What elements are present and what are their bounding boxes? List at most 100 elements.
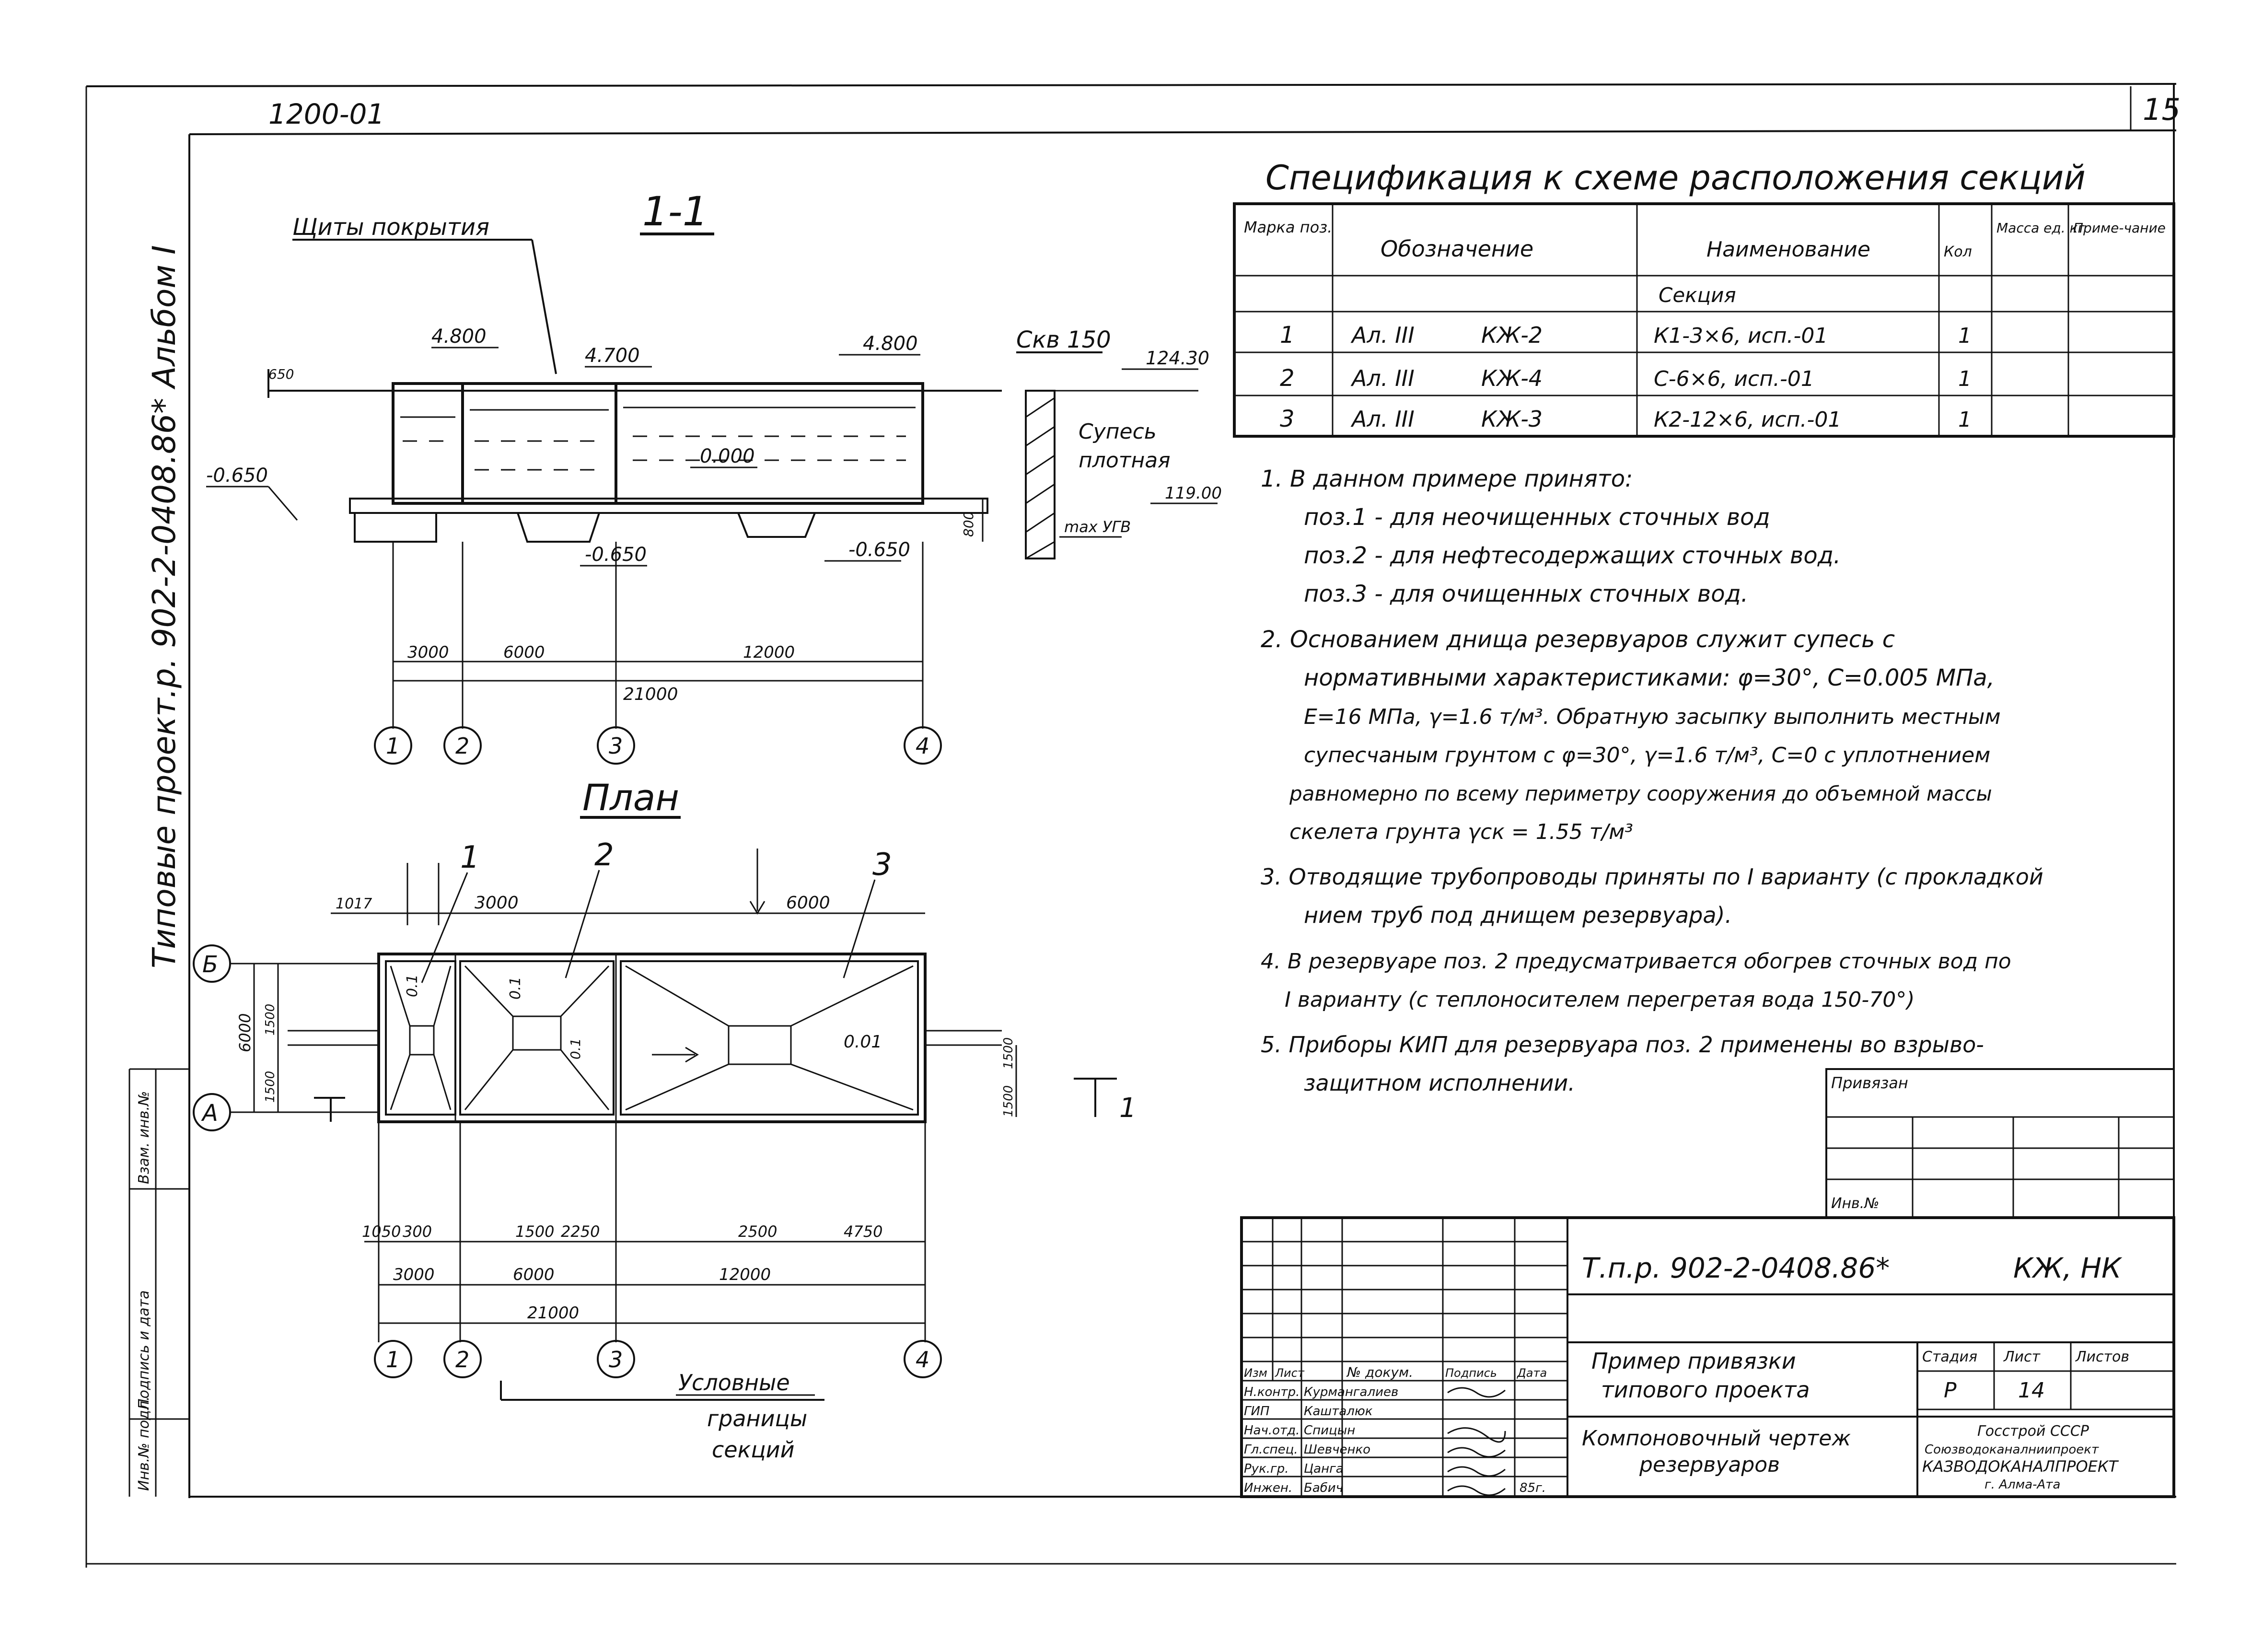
stamp-stage-h: Стадия [1922, 1349, 1977, 1365]
privyazan-block: Привязан Инв.№ [1825, 1068, 2175, 1219]
plan-sub-5: 2500 [738, 1222, 777, 1241]
spec-r1-des: Ал. III [1350, 322, 1415, 348]
plan-axis-4: 4 [916, 1347, 929, 1373]
spec-group: Секция [1659, 283, 1736, 307]
cond-label-2: границы [707, 1406, 807, 1431]
dim-ground: 650 [268, 366, 294, 382]
stamp-sheets-h: Листов [2075, 1349, 2129, 1365]
stamp-name: Бабич [1304, 1481, 1343, 1495]
sec-dim-3: 12000 [743, 643, 795, 662]
cond-label-1: Условные [678, 1370, 790, 1396]
spec-row: 3 Ал. III КЖ-3 К2-12×6, исп.-01 1 [1280, 406, 1972, 432]
lvl-5: -0.650 [206, 465, 268, 487]
cover-label: Щиты покрытия [292, 214, 489, 241]
bore-soil-1: Супесь [1079, 419, 1157, 444]
stamp-name: Курмангалиев [1304, 1385, 1398, 1399]
stamp-org-2: Союзводоканалниипроект [1925, 1443, 2099, 1457]
lvl-4: 0.000 [700, 445, 755, 467]
sec-dim-1: 3000 [407, 643, 449, 662]
spec-title: Спецификация к схеме расположения секций [1265, 158, 2086, 198]
privyazan-label: Привязан [1831, 1074, 1908, 1092]
spec-h-mass: Масса ед. кг [1996, 220, 2085, 236]
note-line: I варианту (с теплоносителем перегретая … [1285, 988, 1915, 1012]
plan-slope-3: 0.01 [844, 1032, 882, 1052]
note-line: 2. Основанием днища резервуаров служит с… [1261, 626, 1895, 653]
note-line: Е=16 МПа, γ=1.6 т/м³. Обратную засыпку в… [1304, 705, 2001, 729]
cond-label-3: секций [712, 1437, 794, 1463]
note-line: поз.1 - для неочищенных сточных вод [1304, 504, 1770, 531]
plan-sub-2: 300 [403, 1222, 432, 1241]
plan-top-dim-1: 1017 [336, 896, 372, 912]
notes: 1. В данном примере принято: поз.1 - для… [1261, 465, 2043, 1096]
note-line: поз.3 - для очищенных сточных вод. [1304, 581, 1748, 607]
spec-r2-code: КЖ-4 [1481, 365, 1543, 391]
note-line: защитном исполнении. [1304, 1070, 1575, 1096]
plan-right-sub-2: 1500 [1001, 1037, 1016, 1069]
stamp-org-1: Госстрой СССР [1977, 1423, 2089, 1440]
plan-total: 21000 [527, 1303, 579, 1323]
spec-r1-name: К1-3×6, исп.-01 [1654, 324, 1828, 348]
plan-left-sub-2: 1500 [263, 1004, 278, 1035]
stamp-name: Кашталюк [1304, 1404, 1373, 1419]
stamp-h-sign: Подпись [1445, 1366, 1497, 1380]
spec-r3-qty: 1 [1958, 407, 1972, 432]
lvl-7: -0.650 [848, 539, 910, 561]
stamp-role: Нач.отд. [1244, 1423, 1300, 1438]
plan-axis-1: 1 [386, 1347, 400, 1373]
plan-axis-3: 3 [609, 1347, 623, 1373]
sec-axis-1: 1 [386, 733, 400, 759]
plan-sub-4: 2250 [561, 1222, 600, 1241]
plan-left-dim: 6000 [236, 1013, 254, 1052]
plan-label-2: 2 [594, 838, 614, 873]
note-line: нием труб под днищем резервуара). [1304, 902, 1732, 928]
stamp-role: Рук.гр. [1244, 1462, 1288, 1476]
plan-sub-1: 1050 [362, 1222, 401, 1241]
plan-label-1: 1 [460, 840, 480, 875]
spec-h-qty: Кол [1944, 244, 1972, 260]
stamp-role: Гл.спец. [1244, 1443, 1298, 1457]
spec-row: 1 Ал. III КЖ-2 К1-3×6, исп.-01 1 [1280, 322, 1972, 349]
stamp-title1-a: Пример привязки [1591, 1348, 1796, 1374]
plan-left-sub-1: 1500 [263, 1071, 278, 1103]
plan-slope-1: 0.1 [404, 974, 421, 997]
plan-dim-1: 3000 [393, 1265, 435, 1284]
plan-row-b: Б [202, 951, 218, 978]
plan-axis-2: 2 [455, 1347, 469, 1373]
stamp-stage: Р [1944, 1378, 1957, 1403]
stamp-h-doc: № докум. [1346, 1364, 1413, 1380]
bore-ugv: max УГВ [1064, 518, 1131, 536]
strip-inv: Взам. инв.№ [136, 1091, 152, 1184]
spec-r2-qty: 1 [1958, 367, 1972, 391]
spec-r2-pos: 2 [1280, 365, 1295, 392]
stamp-name: Спицын [1304, 1423, 1355, 1438]
plan-top-dim-2: 3000 [475, 893, 519, 913]
spec-r2-des: Ал. III [1350, 365, 1415, 391]
spec-r1-qty: 1 [1958, 324, 1972, 348]
stamp-code: Т.п.р. 902-2-0408.86* [1582, 1252, 1890, 1284]
stamp-h-izm: Изм [1244, 1366, 1267, 1380]
corner-code: 1200-01 [268, 98, 384, 130]
spec-r3-name: К2-12×6, исп.-01 [1654, 407, 1841, 432]
bore-level: 124.30 [1146, 348, 1209, 369]
spec-r1-pos: 1 [1280, 322, 1295, 349]
stamp-title2-b: резервуаров [1639, 1453, 1780, 1477]
plan-top-dim-3: 6000 [786, 893, 830, 913]
stamp-org-4: г. Алма-Ата [1984, 1477, 2060, 1492]
plan-section-mark: 1 [1119, 1093, 1137, 1124]
note-line: 3. Отводящие трубопроводы приняты по I в… [1261, 864, 2043, 890]
album-caption: Типовые проект.р. 902-2-0408.86* Альбом … [146, 245, 183, 968]
note-line: поз.2 - для нефтесодержащих сточных вод. [1304, 542, 1841, 569]
plan-dim-2: 6000 [513, 1265, 555, 1284]
stamp-role: Н.контр. [1244, 1385, 1300, 1399]
lvl-3: 4.800 [863, 333, 918, 355]
note-line: 4. В резервуаре поз. 2 предусматривается… [1261, 949, 2011, 974]
spec-r3-des: Ал. III [1350, 406, 1415, 432]
spec-h-note: Приме-чание [2073, 220, 2166, 236]
plan-right-sub-1: 1500 [1001, 1085, 1016, 1117]
plan-slope-2: 0.1 [507, 977, 524, 1000]
sec-axis-2: 2 [455, 733, 469, 759]
section-1-1: 1-1 Щиты покрытия 650 4.800 4.700 [206, 188, 1222, 765]
spec-r3-code: КЖ-3 [1481, 406, 1543, 432]
spec-r1-code: КЖ-2 [1481, 322, 1543, 348]
